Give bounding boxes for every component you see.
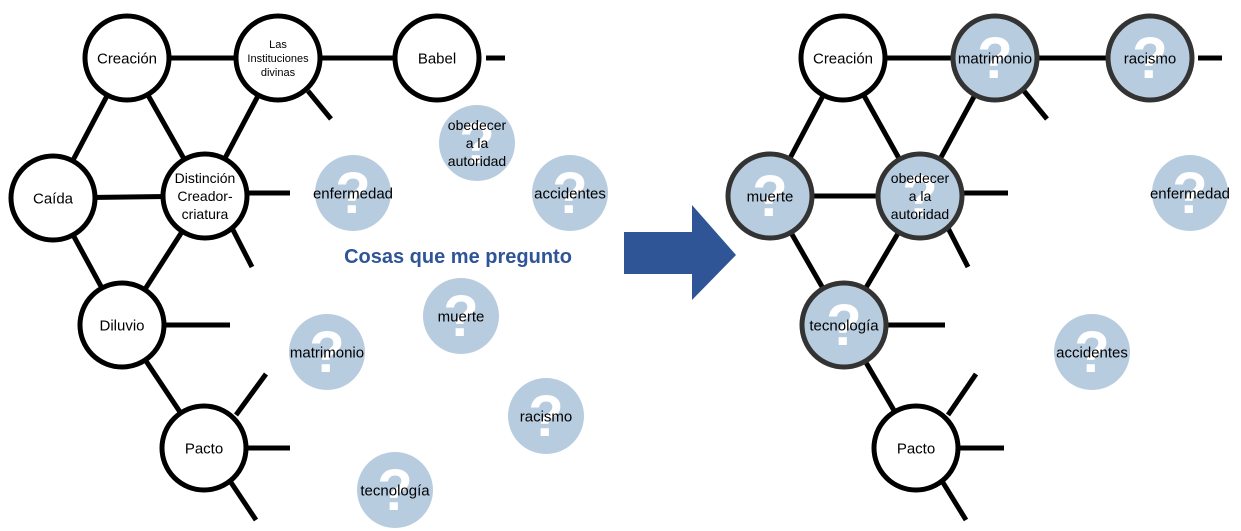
stub-pacto-up	[945, 372, 979, 417]
question-accidentes-right-bubble	[1054, 314, 1130, 390]
placed-racismo-circle	[1105, 13, 1195, 103]
node-creacion-circle	[82, 13, 172, 103]
question-tecnologia-bubble	[357, 452, 433, 528]
placed-muerte-circle	[725, 151, 815, 241]
placed-obedecer-label: autoridad	[891, 206, 949, 222]
question-muerte-question-mark-icon: ?	[443, 284, 478, 349]
question-racismo-question-mark-icon: ?	[528, 384, 563, 449]
question-obedecer-label: obedecer	[448, 117, 507, 133]
placed-matrimonio-circle	[950, 13, 1040, 103]
question-tecnologia-label: tecnología	[360, 482, 430, 499]
question-enfermedad-label: enfermedad	[313, 185, 393, 202]
node-pacto-right-label: Pacto	[897, 440, 935, 457]
node-distincion-circle	[160, 151, 250, 241]
question-accidentes-bubble	[532, 155, 608, 231]
title-text: Cosas que me pregunto	[344, 246, 572, 268]
question-accidentes-label: accidentes	[534, 185, 606, 202]
node-babel-label: Babel	[418, 50, 456, 67]
placed-tecnologia-question-mark-icon: ?	[826, 293, 861, 358]
node-pacto-circle	[159, 403, 249, 493]
question-accidentes-right-question-mark-icon: ?	[1074, 320, 1109, 385]
stub-pacto-up	[233, 372, 269, 417]
node-pacto-label: Pacto	[185, 440, 223, 457]
node-diluvio-label: Diluvio	[99, 317, 144, 334]
node-diluvio-circle	[77, 280, 167, 370]
placed-obedecer-circle	[875, 151, 965, 241]
node-creacion-label: Creación	[97, 50, 157, 67]
placed-obedecer-question-mark-icon: ?	[902, 164, 937, 229]
stub-obedecer-down	[945, 226, 971, 269]
placed-muerte-question-mark-icon: ?	[752, 164, 787, 229]
node-caida-label: Caída	[33, 190, 74, 207]
arrow-icon	[624, 205, 736, 300]
question-obedecer-question-mark-icon: ?	[459, 111, 494, 176]
placed-tecnologia-label: tecnología	[809, 317, 879, 334]
question-muerte-label: muerte	[438, 308, 485, 325]
placed-racismo-label: racismo	[1124, 50, 1177, 67]
placed-muerte-label: muerte	[747, 188, 794, 205]
node-distincion-label: criatura	[182, 206, 229, 222]
question-obedecer-bubble	[439, 105, 515, 181]
question-enfermedad-bubble	[315, 155, 391, 231]
question-muerte-bubble	[423, 278, 499, 354]
question-obedecer-label: a la	[466, 135, 489, 151]
placed-obedecer-label: a la	[909, 188, 932, 204]
arrow-shape	[624, 205, 736, 300]
question-enfermedad-right-label: enfermedad	[1150, 185, 1230, 202]
stub-matrimonio	[1022, 89, 1049, 121]
question-matrimonio-bubble	[289, 314, 365, 390]
question-enfermedad-right-bubble	[1152, 155, 1228, 231]
node-caida-circle	[8, 153, 98, 243]
node-creacion-right-label: Creación	[813, 50, 873, 67]
question-accidentes-question-mark-icon: ?	[552, 161, 587, 226]
placed-tecnologia-circle	[799, 280, 889, 370]
node-instituciones-label: divinas	[261, 67, 296, 79]
question-enfermedad-right-question-mark-icon: ?	[1172, 161, 1207, 226]
question-enfermedad-question-mark-icon: ?	[335, 161, 370, 226]
question-matrimonio-question-mark-icon: ?	[309, 320, 344, 385]
placed-racismo-question-mark-icon: ?	[1132, 26, 1167, 91]
question-racismo-label: racismo	[520, 408, 573, 425]
node-distincion-label: Creador-	[177, 188, 233, 204]
node-babel-circle	[392, 13, 482, 103]
stub-pacto-down	[227, 479, 259, 522]
node-instituciones-circle	[233, 13, 323, 103]
node-pacto-right-circle	[871, 403, 961, 493]
question-matrimonio-label: matrimonio	[290, 344, 364, 361]
question-obedecer-label: autoridad	[448, 153, 506, 169]
placed-matrimonio-question-mark-icon: ?	[977, 26, 1012, 91]
title-group: Cosas que me pregunto	[344, 246, 572, 268]
node-instituciones-label: Las	[269, 39, 287, 51]
stub-instituciones	[306, 89, 333, 121]
question-tecnologia-question-mark-icon: ?	[377, 458, 412, 523]
stub-distincion-down	[229, 226, 255, 269]
stub-pacto-down	[939, 479, 969, 522]
node-distincion-label: Distinción	[175, 170, 236, 186]
placed-matrimonio-label: matrimonio	[958, 50, 1032, 67]
node-creacion-right-circle	[798, 13, 888, 103]
question-racismo-bubble	[508, 378, 584, 454]
placed-obedecer-label: obedecer	[891, 170, 950, 186]
right-network-nodes: CreaciónPacto?matrimonio?racismo?muerte?…	[725, 13, 1195, 493]
node-instituciones-label: Instituciones	[247, 53, 309, 65]
question-accidentes-right-label: accidentes	[1056, 344, 1128, 361]
right-question-bubbles: ?enfermedad?accidentes	[1054, 155, 1230, 390]
